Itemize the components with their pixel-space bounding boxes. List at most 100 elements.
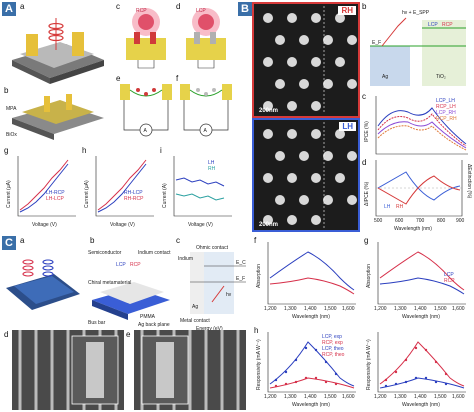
cc-ec: E_C <box>236 260 246 266</box>
sub-a-h: h <box>82 146 87 155</box>
circuit-f: A <box>180 84 232 137</box>
chart-c-f: 1,200 1,300 1,400 1,500 1,600 Wavelength… <box>256 242 356 320</box>
legend-a-i-1: RH <box>208 166 216 172</box>
xlabel-a-h: Voltage (V) <box>110 222 135 228</box>
rcp-label: RCP <box>136 8 147 14</box>
ylabel-c-g: Absorption <box>366 264 372 288</box>
rcp-schematic: RCP <box>126 8 166 69</box>
chart-a-g: LH-RCP LH-LCP Voltage (V) Current (μA) <box>6 156 76 228</box>
cb-rcp: RCP <box>130 262 141 268</box>
panel-c-label: C <box>2 236 16 250</box>
sub-c-f: f <box>254 236 257 245</box>
sub-b-b: b <box>362 2 367 11</box>
chart-b-d: LH RH 500 600 700 800 900 Wavelength (nm… <box>364 160 472 232</box>
tick-c-h-4: 1,600 <box>342 394 355 400</box>
sub-b-d: d <box>362 158 367 167</box>
bd-rcp: RCP <box>442 22 453 28</box>
tick-b-d-2: 700 <box>416 218 425 224</box>
sub-c-g: g <box>364 236 369 245</box>
legend-b-c-1: RCP_LH <box>436 104 456 110</box>
sub-c-c: c <box>176 236 180 245</box>
legend-c-h-0: LCP, exp <box>322 334 342 340</box>
legend-c-g-0: LCP <box>444 272 454 278</box>
device-schematic-b: MPA BiOx <box>6 94 104 140</box>
scale-rh: 200nm <box>259 108 279 114</box>
cb-indium: Indium contact <box>138 250 171 256</box>
ylabel-a-g: Current (μA) <box>6 180 12 208</box>
tick-c-h2-1: 1,300 <box>394 394 407 400</box>
cc-ef: E_F <box>236 276 245 282</box>
legend-b-d-1: RH <box>396 204 404 210</box>
circuit-e: A <box>120 84 172 137</box>
legend-a-g-1: LH-LCP <box>46 196 64 202</box>
tick-c-h-1: 1,300 <box>284 394 297 400</box>
biox-label: BiOx <box>6 132 17 138</box>
cc-ohmic: Ohmic contact <box>196 245 229 251</box>
panel-a-label: A <box>2 2 16 16</box>
sub-c-b: b <box>90 236 95 245</box>
tick-c-g-4: 1,600 <box>452 306 465 312</box>
chart-b-c: LCP_LH RCP_LH LCP_RH RCP_RH IPCE (%) <box>364 96 468 155</box>
legend-b-d-0: LH <box>384 204 391 210</box>
lcp-schematic: LCP <box>186 8 226 69</box>
sub-a-d: d <box>176 2 181 11</box>
tick-c-f-3: 1,500 <box>324 306 337 312</box>
tick-c-h-0: 1,200 <box>264 394 277 400</box>
sem-lh-pattern <box>263 122 357 228</box>
tick-c-h2-4: 1,600 <box>452 394 465 400</box>
ylabel-a-i: Current (A) <box>162 183 168 208</box>
scale-lh: 200nm <box>259 222 279 228</box>
sub-a-i: i <box>160 146 162 155</box>
legend-c-h-2: LCP, theo <box>322 346 344 352</box>
ylabel-a-h: Current (μA) <box>84 180 90 208</box>
device-schematic-a <box>12 18 104 84</box>
tick-c-g-2: 1,400 <box>414 306 427 312</box>
tick-b-d-0: 500 <box>374 218 383 224</box>
legend-c-h-3: RCP, theo <box>322 352 345 358</box>
ylabel-b-c: IPCE (%) <box>364 121 370 142</box>
legend-b-c-2: LCP_RH <box>436 110 456 116</box>
legend-c-g-1: RCP <box>444 278 455 284</box>
bd-lcp: LCP <box>428 22 438 28</box>
tick-c-g-0: 1,200 <box>374 306 387 312</box>
cb-chiral: Chiral metamaterial <box>88 280 131 286</box>
chart-a-i: LH RH Voltage (V) Current (A) <box>162 156 232 228</box>
sub-a-b: b <box>4 86 9 95</box>
xlabel-c-f: Wavelength (nm) <box>292 314 330 320</box>
lh-tag: LH <box>339 122 356 131</box>
sub-a-e: e <box>116 74 121 83</box>
sem-c-e-pattern <box>140 330 240 410</box>
sub-a-g: g <box>4 146 9 155</box>
chart-c-h-left: LCP, exp RCP, exp LCP, theo RCP, theo 1,… <box>256 332 356 408</box>
sub-a-c: c <box>116 2 120 11</box>
bd-ef: E_F <box>372 40 381 46</box>
chart-c-g: LCP RCP 1,200 1,300 1,400 1,500 1,600 Wa… <box>366 242 466 320</box>
sem-c-d <box>12 330 124 410</box>
band-diagram-b: hν + E_SPP E_F LCP RCP Ag TiO₂ <box>370 10 466 86</box>
tick-b-d-1: 600 <box>395 218 404 224</box>
tick-b-d-4: 900 <box>456 218 465 224</box>
sem-c-d-pattern <box>18 330 119 410</box>
ylabel-b-d: ΔIPCE (%) <box>364 181 370 206</box>
svg-text:A: A <box>144 128 148 134</box>
tick-c-g-3: 1,500 <box>434 306 447 312</box>
sub-a-f: f <box>176 74 179 83</box>
panel-c: C a b Semiconductor Indium contact Chira… <box>0 234 474 412</box>
legend-a-h-0: RH-LCP <box>124 190 143 196</box>
cc-metal: Metal contact <box>180 318 210 324</box>
sem-rh: RH 200nm <box>252 2 360 118</box>
tick-c-f-1: 1,300 <box>284 306 297 312</box>
xlabel-c-h: Wavelength (nm) <box>292 402 330 408</box>
band-diagram-c: Ohmic contact Indium E_F E_C hν Ag Metal… <box>178 245 246 332</box>
sub-c-h: h <box>254 326 259 335</box>
panel-b-label: B <box>238 2 252 16</box>
chart-a-h: RH-LCP RH-RCP Voltage (V) Current (μA) <box>84 156 154 228</box>
panel-b: B a RH 200nm <box>238 0 474 232</box>
cb-agplane: Ag back plane <box>138 322 170 328</box>
bd-hv: hν + E_SPP <box>402 10 430 16</box>
tick-c-f-4: 1,600 <box>342 306 355 312</box>
cb-busbar: Bus bar <box>88 320 106 326</box>
sub-c-a: a <box>20 236 25 245</box>
xlabel-b-d: Wavelength (nm) <box>394 226 432 232</box>
ylabel-c-h: Responsivity (mA W⁻¹) <box>256 339 262 390</box>
